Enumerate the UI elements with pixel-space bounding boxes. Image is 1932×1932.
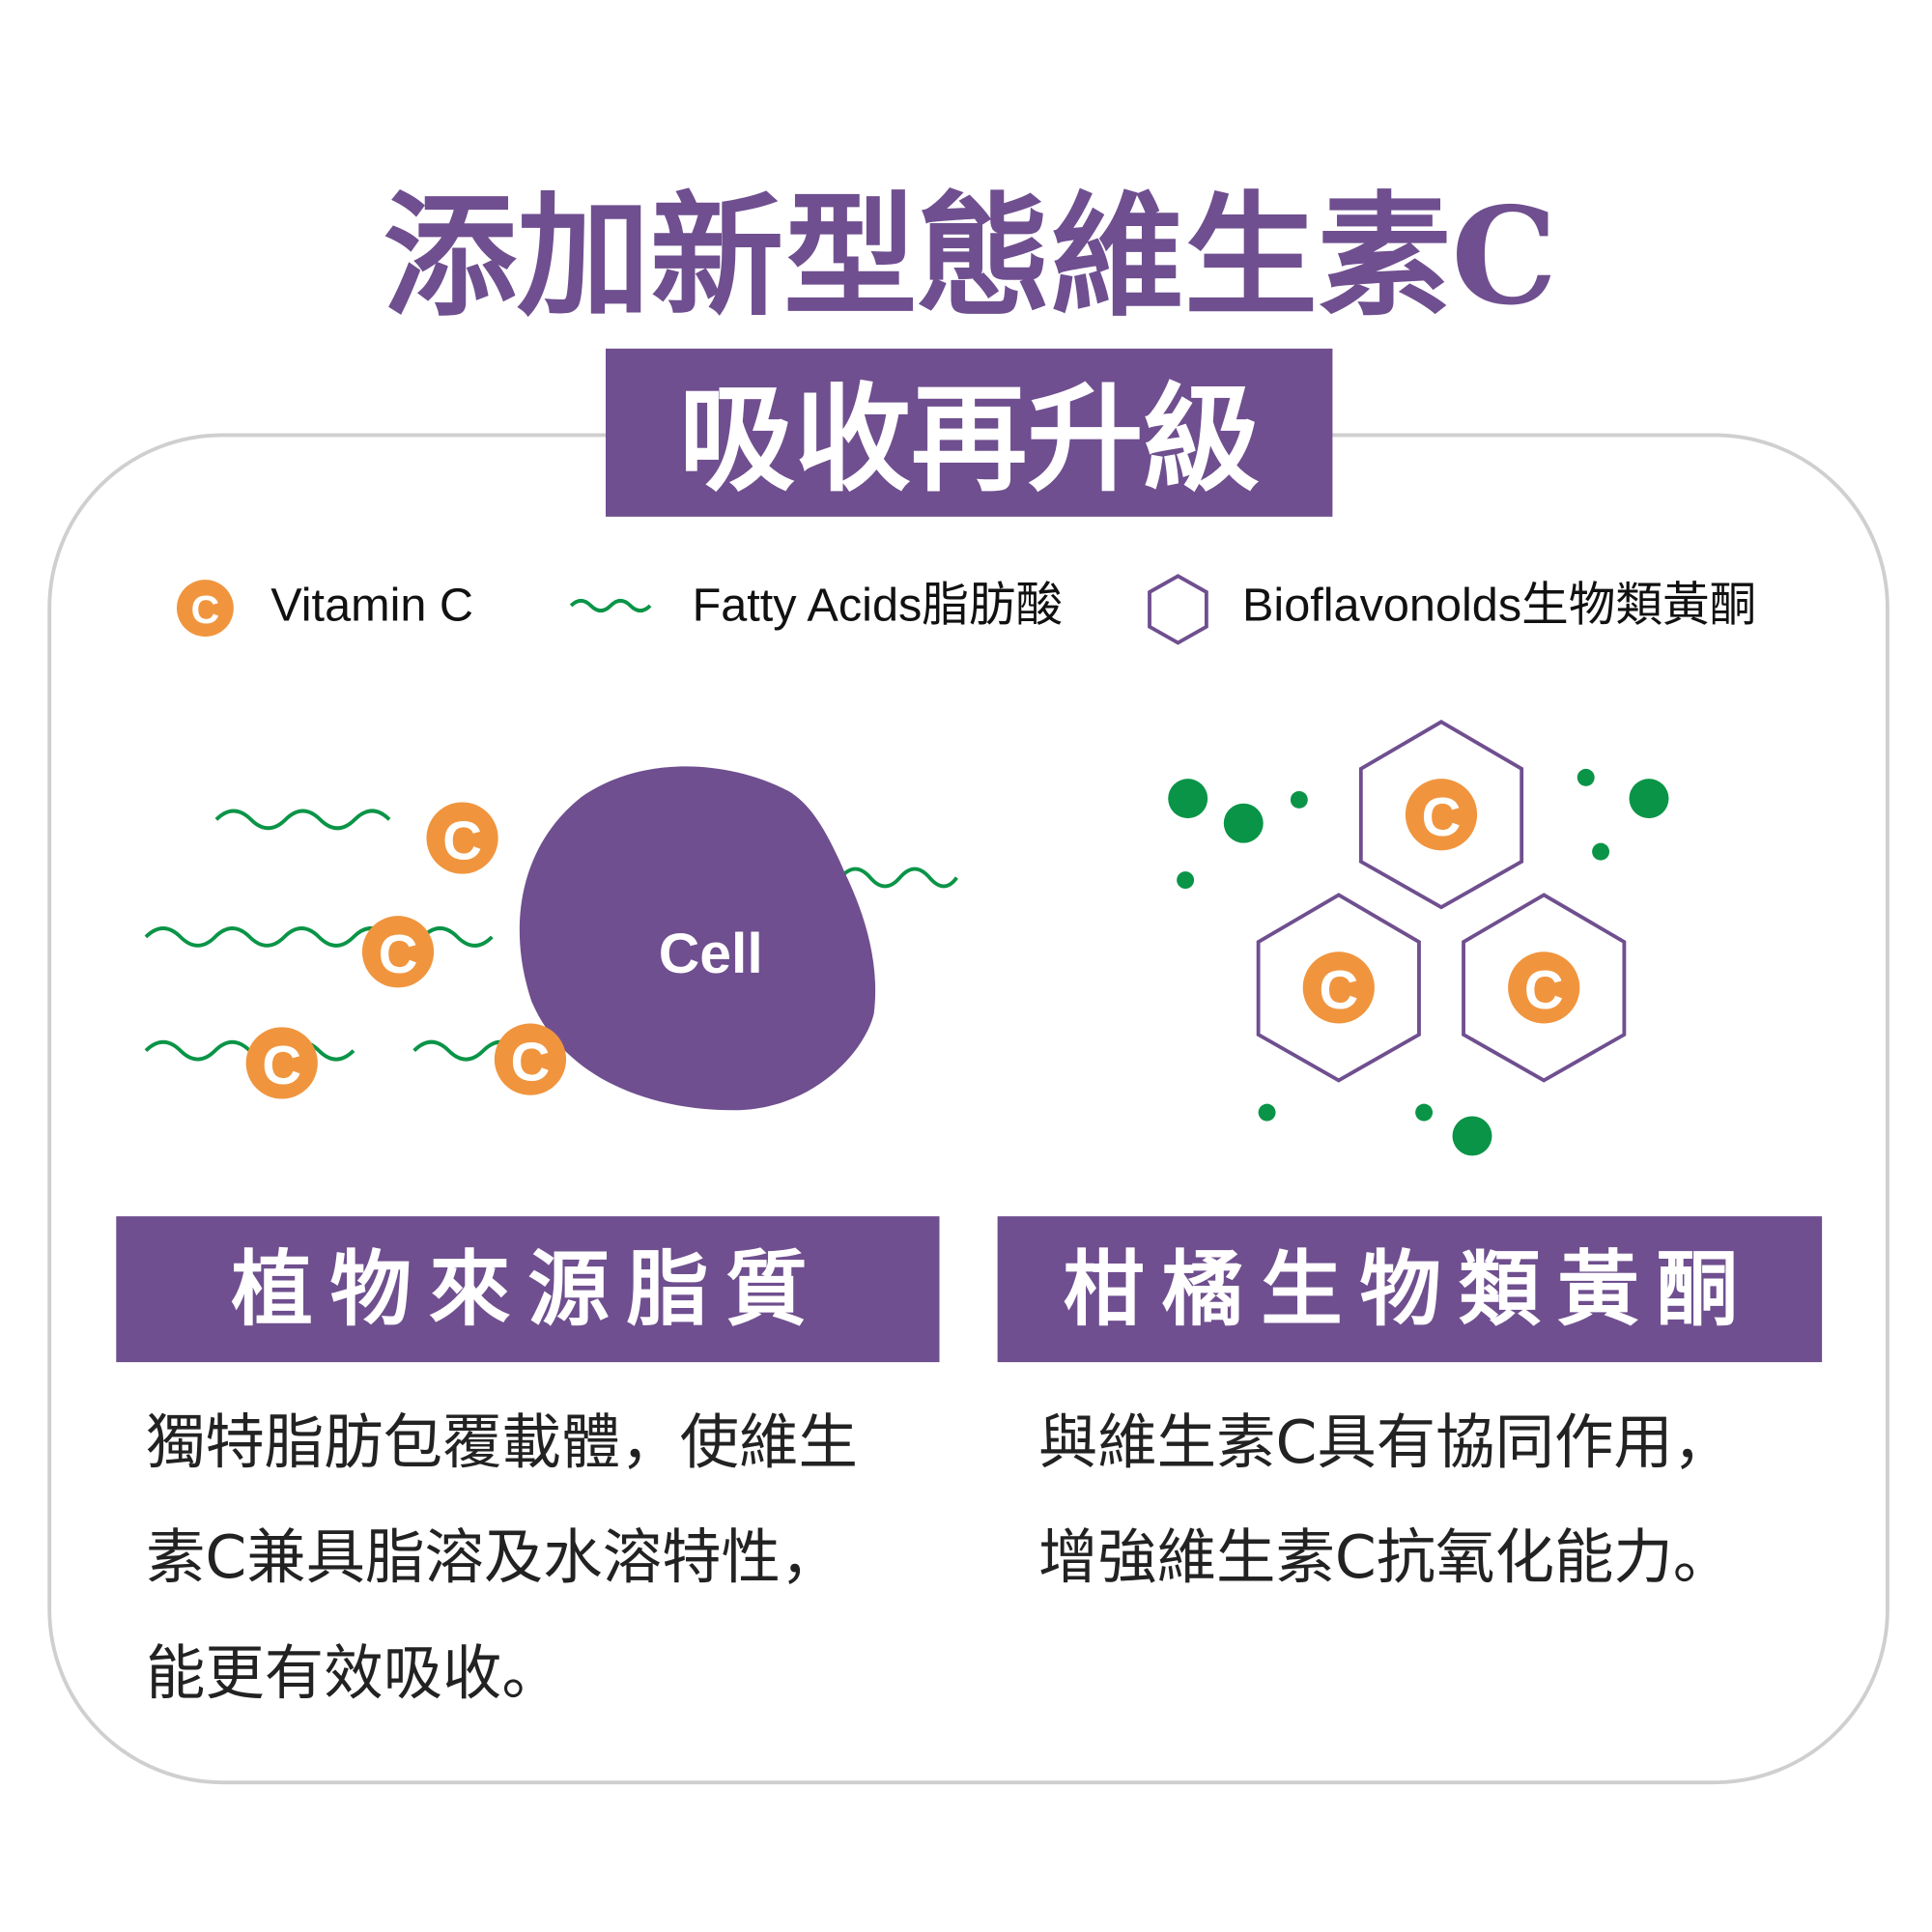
subtitle: 吸收再升級 — [679, 371, 1260, 507]
vitamin-c-molecule: C — [1302, 952, 1375, 1024]
vitamin-c-molecule: C — [426, 802, 498, 874]
svg-text:C: C — [1422, 786, 1462, 847]
bioflavonoid-diagram: C C C — [1168, 720, 1669, 1156]
svg-text:C: C — [1319, 959, 1358, 1020]
right-heading: 柑橘生物類黃酮 — [1063, 1241, 1754, 1337]
left-heading: 植物來源脂質 — [231, 1241, 824, 1337]
right-heading-banner — [997, 1216, 1823, 1363]
green-dot — [1452, 1116, 1492, 1156]
legend-fatty-acids: Fatty Acids脂肪酸 — [693, 579, 1064, 631]
green-dot — [1168, 779, 1208, 819]
fatty-acid-wave — [214, 809, 391, 831]
svg-text:C: C — [262, 1035, 301, 1095]
green-dot — [1290, 790, 1308, 809]
vitamin-c-molecule: C — [1508, 952, 1580, 1024]
legend-bioflavonoids: Bioflavonolds生物類黃酮 — [1242, 579, 1756, 631]
green-dot — [1177, 871, 1195, 890]
green-dot — [1592, 842, 1610, 861]
green-dot — [1629, 779, 1669, 819]
green-dot — [1223, 803, 1264, 843]
vitamin-c-icon — [176, 580, 234, 637]
legend-vitamin-c: Vitamin C — [270, 579, 473, 631]
left-body-line: 素C兼具脂溶及水溶特性， — [146, 1523, 839, 1592]
fatty-acid-wave — [838, 867, 958, 889]
svg-text:C: C — [1524, 959, 1564, 1020]
left-body-line: 獨特脂肪包覆載體，使維生 — [146, 1408, 858, 1477]
svg-text:C: C — [511, 1031, 551, 1092]
green-dot — [1258, 1103, 1276, 1122]
left-heading-banner — [116, 1216, 940, 1363]
page-title: 添加新型態維生素C — [384, 177, 1557, 334]
hexagon-icon — [1148, 574, 1208, 645]
vitamin-c-symbol: C — [191, 587, 220, 632]
right-body-line: 與維生素C具有協同作用， — [1038, 1408, 1732, 1477]
legend: C Vitamin C Fatty Acids脂肪酸 Bioflavonolds… — [176, 574, 1756, 645]
fatty-acid-wave — [144, 926, 494, 948]
cell-diagram: Cell C C C C — [144, 766, 958, 1111]
svg-text:C: C — [442, 810, 482, 870]
cell-shape — [519, 766, 876, 1111]
green-dot — [1415, 1103, 1434, 1122]
fatty-acid-wave-icon — [569, 598, 652, 613]
vitamin-c-molecule: C — [1405, 779, 1478, 851]
vitamin-c-molecule: C — [361, 916, 435, 988]
cell-label: Cell — [659, 923, 763, 985]
left-body-line: 能更有效吸收。 — [146, 1639, 561, 1708]
subtitle-banner — [605, 348, 1333, 517]
vitamin-c-molecule: C — [494, 1023, 567, 1095]
vitamin-c-molecule: C — [245, 1027, 318, 1099]
svg-text:C: C — [379, 923, 418, 984]
green-dot — [1577, 768, 1595, 786]
right-body-line: 增強維生素C抗氧化能力。 — [1038, 1523, 1732, 1592]
